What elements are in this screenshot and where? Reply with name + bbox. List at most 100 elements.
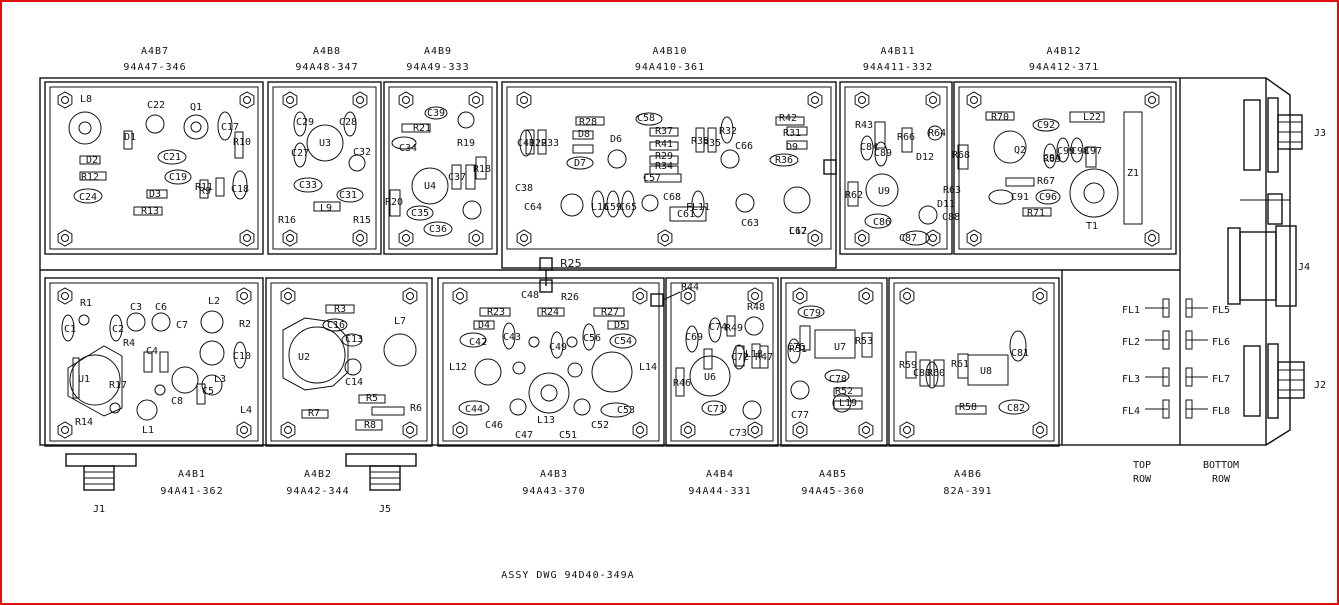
component-label-l9: L9 [320,203,332,214]
a4b12-id: A4B12 [1046,46,1081,57]
board-a4b4 [665,277,779,447]
j2-connector-shape [1243,343,1305,419]
hex-screw-icon [352,91,368,109]
component-label-r12: R12 [81,172,99,183]
component-label-c88: C88 [942,212,960,223]
component-label-l19: L19 [839,398,857,409]
top-row-caption-line1: TOP [1133,460,1151,471]
component-label-r7: R7 [308,408,320,419]
hex-screw-icon [468,91,484,109]
component-label-l16: L16 [591,202,609,213]
fl8-label: FL8 [1212,406,1230,417]
component-label-d6: D6 [610,134,622,145]
bottom-row-caption-line2: ROW [1212,474,1231,485]
component-label-r59: R59 [899,360,917,371]
component-label-c98: C98 [1071,146,1089,157]
component-label-c87: C87 [899,233,917,244]
hex-screw-icon [1032,421,1048,439]
component-label-c52: C52 [591,420,609,431]
a4b1-id: A4B1 [178,469,206,480]
component-label-c38: C38 [515,183,533,194]
component-label-r58: R58 [959,402,977,413]
component-label-c97: C97 [1084,146,1102,157]
component-label-r18: R18 [473,164,491,175]
component-label-r70: R70 [991,112,1009,123]
component-label-c16: C16 [327,320,345,331]
fl1-label: FL1 [1122,305,1140,316]
component-label-d4: D4 [478,320,490,331]
component-label-d7: D7 [574,158,586,169]
component-label-l14: L14 [639,362,657,373]
r44-jumper [650,293,664,307]
r44-label: R44 [681,282,699,293]
a4b7-part: 94A47-346 [123,62,186,73]
filter-top-icon [1145,298,1170,318]
component-label-r51: R51 [789,344,807,355]
component-label-r3: R3 [334,304,346,315]
filter-top-icon [1145,367,1170,387]
a4b11-id: A4B11 [880,46,915,57]
component-label-d2: D2 [86,155,98,166]
a4b8-id: A4B8 [313,46,341,57]
component-label-r15: R15 [353,215,371,226]
component-label-d3: D3 [149,189,161,200]
board-a4b7 [44,81,264,255]
component-label-c69: C69 [685,332,703,343]
hex-screw-icon [236,421,252,439]
component-label-c33: C33 [299,180,317,191]
hex-screw-icon [352,229,368,247]
hex-screw-icon [452,287,468,305]
component-label-u1: U1 [78,374,90,385]
hex-screw-icon [57,91,73,109]
hex-screw-icon [516,229,532,247]
component-label-u8: U8 [980,366,992,377]
component-label-c17: C17 [221,122,239,133]
component-label-r42: R42 [779,113,797,124]
fl4-label: FL4 [1122,406,1140,417]
component-label-r61: R61 [951,359,969,370]
hex-screw-icon [966,91,982,109]
component-label-c35: C35 [411,208,429,219]
component-label-t1: T1 [1086,221,1098,232]
component-label-c81: C81 [1011,348,1029,359]
mounting-screws [57,91,1160,439]
component-label-c31: C31 [339,190,357,201]
board-a4b3 [437,277,665,447]
component-label-c22: C22 [147,100,165,111]
component-label-r16: R16 [278,215,296,226]
component-label-c49: C49 [549,342,567,353]
component-label-l13: L13 [537,415,555,426]
component-label-r28: R28 [579,117,597,128]
component-label-c92: C92 [1037,120,1055,131]
component-label-l18: L18 [745,349,763,360]
a4b5-id: A4B5 [819,469,847,480]
hex-screw-icon [680,421,696,439]
fl2-label: FL2 [1122,337,1140,348]
hex-screw-icon [57,287,73,305]
component-label-u9: U9 [878,186,890,197]
hex-screw-icon [854,91,870,109]
filter-top-icon [1145,330,1170,350]
component-label-c76: C76 [787,342,805,353]
component-label-r23: R23 [487,307,505,318]
hex-screw-icon [398,229,414,247]
j2-label: J2 [1314,380,1326,391]
chassis-outline [39,77,1267,446]
a4b7-id: A4B7 [141,46,169,57]
component-label-c65: C65 [619,202,637,213]
component-label-c68: C68 [663,192,681,203]
a4b5-part: 94A45-360 [801,486,864,497]
j4-connector-shape [1227,193,1297,307]
filter-bottom-icon [1185,367,1208,387]
component-label-c27: C27 [291,148,309,159]
fl3-label: FL3 [1122,374,1140,385]
component-label-r64: R64 [928,128,946,139]
component-label-l3: L3 [214,374,226,385]
component-label-r19: R19 [457,138,475,149]
component-label-d12: D12 [916,152,934,163]
hex-screw-icon [468,229,484,247]
component-label-r31: R31 [783,128,801,139]
component-label-r34: R34 [655,161,673,172]
